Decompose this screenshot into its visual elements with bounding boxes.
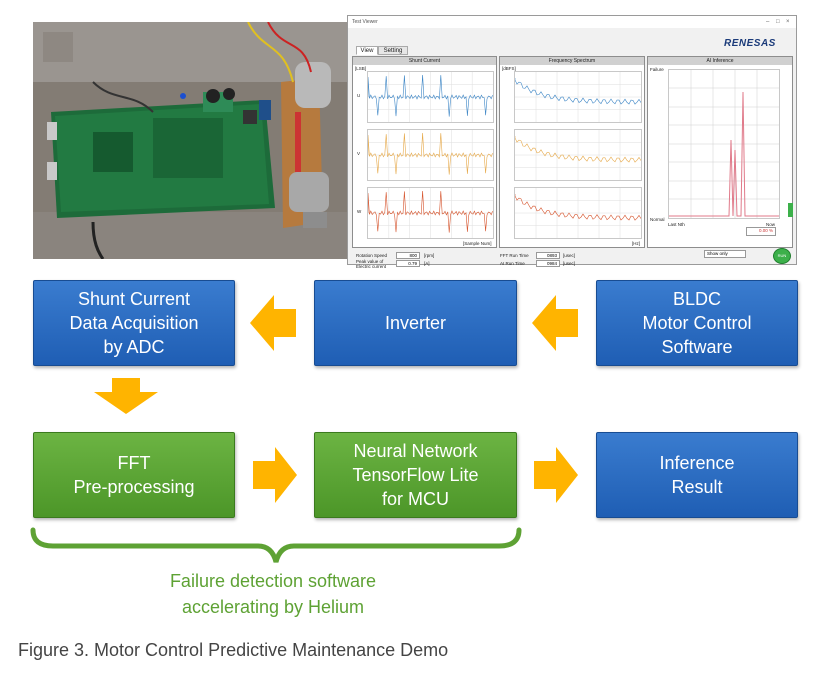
hardware-photo-graphic (33, 22, 348, 259)
inference-result-block: Inference Result (596, 432, 798, 518)
ai-run-time-unit: [usec] (563, 261, 576, 266)
w-spectrum-chart (514, 187, 642, 239)
phase-label-v: V (357, 151, 361, 156)
waveform-line (367, 132, 493, 175)
window-titlebar: Test Viewer – □ × (348, 16, 796, 28)
minimize-icon[interactable]: – (766, 19, 770, 25)
peak-current-unit: [A] (424, 261, 430, 266)
spectrum-line (514, 78, 642, 105)
rotation-speed-value: 800 (396, 252, 420, 259)
v-spectrum-line (514, 130, 642, 180)
u-phase-chart (367, 71, 494, 123)
arrow-shunt-to-fft (94, 378, 158, 414)
inference-graph (669, 70, 779, 218)
ai-run-time-value: 0984 (536, 260, 560, 267)
w-phase-waveform (367, 188, 493, 238)
window-title: Test Viewer (352, 19, 378, 25)
shunt-current-text: Shunt Current Data Acquisition by ADC (69, 289, 199, 357)
brace (30, 527, 522, 563)
panel-title: AI Inference (648, 57, 792, 65)
x-left-label: Last Nth (668, 222, 685, 227)
waveform-line (367, 190, 493, 233)
renesas-logo: RENESAS (724, 38, 776, 49)
fft-run-time-unit: [usec] (563, 253, 576, 258)
close-icon[interactable]: × (786, 19, 790, 25)
bldc-text: BLDC Motor Control Software (642, 289, 752, 357)
panel-unit: [dBFS] (502, 66, 516, 71)
tab-view[interactable]: View (356, 46, 378, 55)
arrow-bldc-to-inverter (532, 295, 578, 351)
fft-run-time-label: FFT Run Time (500, 253, 529, 258)
frequency-spectrum-panel: Frequency Spectrum [dBFS] [Hz] (499, 56, 645, 248)
phase-label-w: W (357, 209, 362, 214)
w-phase-chart (367, 187, 494, 239)
arrow-inverter-to-shunt (250, 295, 296, 351)
panel-title: Shunt Current (353, 57, 496, 65)
viewer-window: Test Viewer – □ × View Setting RENESAS S… (347, 15, 797, 269)
fft-run-time-value: 0893 (536, 252, 560, 259)
inference-chart (668, 69, 780, 219)
hardware-photo (33, 22, 348, 259)
inference-result-text: Inference Result (659, 453, 735, 497)
tab-setting[interactable]: Setting (378, 46, 408, 55)
v-spectrum-chart (514, 129, 642, 181)
panel-footer: [Sample Num] (463, 241, 492, 246)
arrow-fft-to-nn (253, 447, 297, 503)
rotation-speed-unit: [rpm] (424, 253, 435, 258)
rotation-speed-label: Rotation Speed (356, 253, 388, 258)
v-phase-chart (367, 129, 494, 181)
arrow-nn-to-inference (534, 447, 578, 503)
shunt-current-panel: Shunt Current [LSB] U V W [Sample Num] (352, 56, 497, 248)
peak-current-label: Peak value of Electric current (356, 259, 387, 269)
peak-current-value: 0.79 (396, 260, 420, 267)
failure-percent: 0.00 % (746, 227, 776, 236)
ai-inference-panel: AI Inference Failure Normal Last Nth Now… (647, 56, 793, 248)
panel-footer: [Hz] (632, 241, 641, 246)
panel-unit: [LSB] (355, 66, 367, 71)
u-phase-waveform (367, 72, 493, 122)
figure-caption: Figure 3. Motor Control Predictive Maint… (18, 640, 449, 660)
run-button[interactable]: RUN (773, 248, 791, 264)
neural-network-block: Neural Network TensorFlow Lite for MCU (314, 432, 517, 518)
panel-title: Frequency Spectrum (500, 57, 644, 65)
neural-network-text: Neural Network TensorFlow Lite for MCU (352, 441, 479, 509)
bldc-block: BLDC Motor Control Software (596, 280, 798, 366)
spectrum-line (514, 136, 642, 163)
maximize-icon[interactable]: □ (776, 19, 780, 25)
u-spectrum-chart (514, 71, 642, 123)
x-right-label: Now (766, 222, 776, 227)
spectrum-line (514, 194, 642, 221)
v-phase-waveform (367, 130, 493, 180)
w-spectrum-line (514, 188, 642, 238)
failure-label: Failure (650, 67, 664, 72)
waveform-line (367, 74, 493, 117)
inference-level-bar (788, 203, 793, 217)
mode-select[interactable]: Show only (704, 250, 746, 258)
fft-block: FFT Pre-processing (33, 432, 235, 518)
failure-detection-caption: Failure detection software accelerating … (169, 571, 377, 617)
u-spectrum-line (514, 72, 642, 122)
inverter-block: Inverter (314, 280, 517, 366)
phase-label-u: U (357, 93, 361, 98)
ai-run-time-label: AI Run Time (500, 261, 525, 266)
inverter-text: Inverter (384, 313, 447, 333)
normal-label: Normal (650, 217, 665, 222)
fft-text: FFT Pre-processing (73, 453, 195, 497)
shunt-current-block: Shunt Current Data Acquisition by ADC (33, 280, 235, 366)
